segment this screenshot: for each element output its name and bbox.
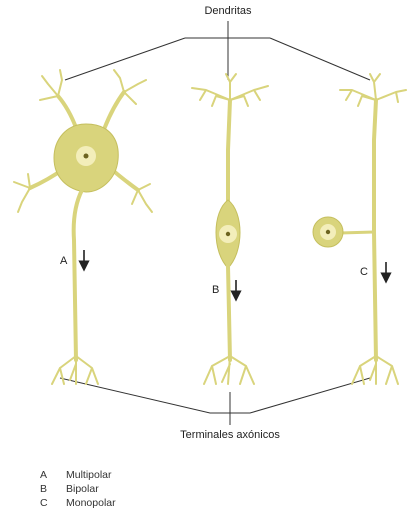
axon-terminals-c xyxy=(352,356,398,384)
cell-body-b xyxy=(216,200,240,268)
neuron-letter-b: B xyxy=(212,284,219,296)
label-axon-terminals: Terminales axónicos xyxy=(180,429,280,441)
axon-a xyxy=(74,190,82,360)
dendrites-leader-lines xyxy=(65,21,370,80)
axon-terminals-b xyxy=(204,356,254,384)
legend-letter: A xyxy=(40,469,47,481)
cell-body-a xyxy=(54,124,118,192)
legend-item-b: B Bipolar xyxy=(40,483,99,495)
legend-text: Monopolar xyxy=(66,497,116,509)
neuron-monopolar xyxy=(313,74,406,384)
legend: A Multipolar B Bipolar C Monopolar xyxy=(40,469,116,509)
neuron-multipolar xyxy=(14,70,152,384)
neuron-bipolar xyxy=(192,74,268,384)
legend-letter: B xyxy=(40,483,47,495)
legend-text: Multipolar xyxy=(66,469,112,481)
neuron-letter-c: C xyxy=(360,266,368,278)
cell-body-c xyxy=(313,217,343,247)
legend-text: Bipolar xyxy=(66,483,99,495)
axon-b xyxy=(228,266,230,360)
axon-c xyxy=(374,232,376,360)
legend-item-c: C Monopolar xyxy=(40,497,116,509)
label-dendrites: Dendritas xyxy=(204,5,252,17)
dendrites-c xyxy=(340,74,406,232)
neuron-letter-a: A xyxy=(60,255,68,267)
legend-item-a: A Multipolar xyxy=(40,469,112,481)
axon-terminals-leader-lines xyxy=(60,378,370,425)
dendrites-b xyxy=(192,74,268,206)
axon-terminals-a xyxy=(52,356,98,384)
process-c xyxy=(340,232,374,233)
legend-letter: C xyxy=(40,497,48,509)
